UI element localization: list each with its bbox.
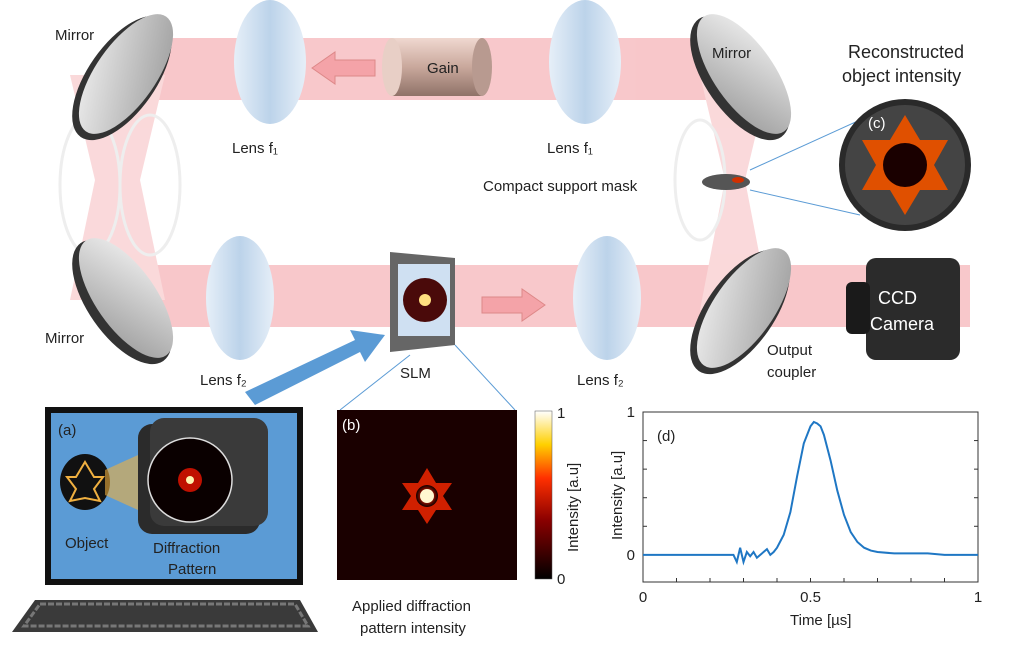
zoom-line [339, 354, 411, 411]
arrow-right-icon [481, 288, 546, 322]
x-axis-label: Time [µs] [790, 612, 851, 629]
object-label: Object [65, 535, 109, 552]
diffraction-label-line2: Pattern [168, 561, 216, 578]
slm-label: SLM [400, 365, 431, 382]
slm-device [390, 252, 455, 352]
output-coupler-label-line1: Output [767, 342, 813, 359]
applied-label-line2: pattern intensity [360, 620, 466, 637]
plot-area [642, 411, 979, 583]
panel-b-label: (b) [342, 417, 360, 434]
mirror-top-left-label: Mirror [55, 27, 94, 44]
gain-medium [382, 38, 492, 96]
reconstructed-label-line1: Reconstructed [848, 42, 964, 62]
mirror-top-right [690, 14, 792, 141]
x-tick-label: 0.5 [800, 589, 821, 606]
lens-f2-right [573, 236, 641, 360]
beam-waist-ring [118, 113, 182, 257]
ccd-label-line2: Camera [870, 314, 935, 334]
colorbar-label: Intensity [a.u] [565, 463, 582, 552]
ccd-label-line1: CCD [878, 288, 917, 308]
mirror-bottom-left [72, 238, 174, 365]
output-coupler-label-line2: coupler [767, 364, 816, 381]
panel-a-label: (a) [58, 422, 76, 439]
zoom-line [454, 344, 516, 411]
blue-arrow-icon [245, 330, 385, 405]
lens-f1-left [234, 0, 306, 124]
colorbar [534, 410, 553, 580]
reconstructed-label-line2: object intensity [842, 66, 961, 86]
mirror-top-left [72, 14, 174, 141]
lens-f1-right [549, 0, 621, 124]
monitor [45, 407, 303, 585]
lens-f1-left-label: Lens f₁ [232, 140, 278, 157]
keyboard [12, 600, 318, 632]
lens-f2-left-label: Lens f₂ [200, 372, 247, 389]
x-tick-label: 0 [639, 589, 647, 606]
compact-support-mask-label: Compact support mask [483, 178, 638, 195]
x-tick-label: 1 [974, 589, 982, 606]
mirror-bottom-left-label: Mirror [45, 330, 84, 347]
compact-support-mask [702, 174, 750, 190]
pulse-chart: 0 0.5 1 0 1 (d) Time [µs] Intensity [a.u] [609, 404, 982, 629]
lens-f1-right-label: Lens f₁ [547, 140, 593, 157]
zoom-line [749, 119, 861, 171]
y-tick-label: 0 [627, 547, 635, 564]
mask-aperture [732, 177, 744, 183]
panel-c-label: (c) [868, 115, 886, 132]
pulse-series-line [643, 420, 978, 566]
y-tick-label: 1 [627, 404, 635, 421]
y-axis-label: Intensity [a.u] [609, 451, 626, 540]
gain-label: Gain [427, 60, 459, 77]
panel-d-label: (d) [657, 428, 675, 445]
lens-f2-left [206, 236, 274, 360]
colorbar-max-label: 1 [557, 405, 565, 422]
mirror-top-right-label: Mirror [712, 45, 751, 62]
arrow-left-icon [311, 51, 376, 85]
applied-label-line1: Applied diffraction [352, 598, 471, 615]
colorbar-min-label: 0 [557, 571, 565, 588]
diffraction-label-line1: Diffraction [153, 540, 220, 557]
diffraction-pattern-image [337, 410, 517, 580]
output-coupler-mirror [690, 248, 792, 375]
zoom-line [749, 189, 861, 216]
ccd-camera [846, 258, 960, 360]
lens-f2-right-label: Lens f₂ [577, 372, 624, 389]
reconstructed-object-image [839, 99, 971, 231]
